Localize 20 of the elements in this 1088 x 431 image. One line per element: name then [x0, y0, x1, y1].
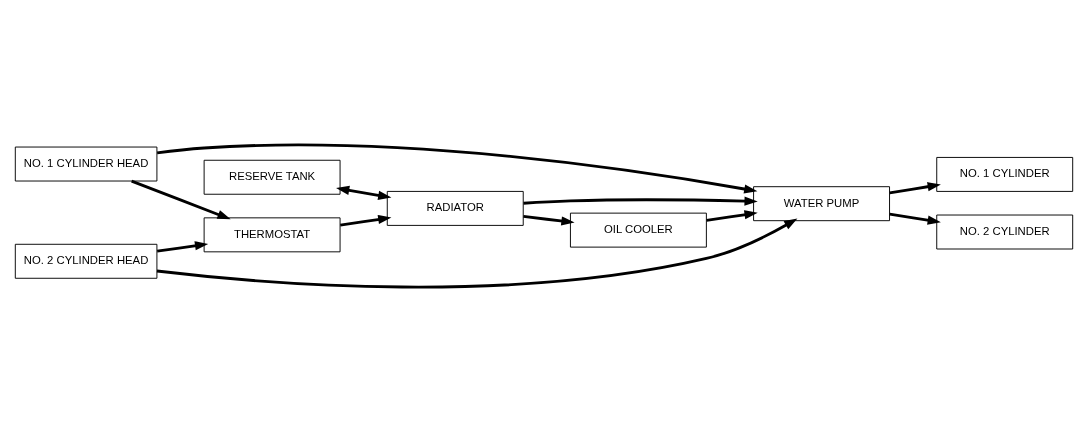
- arrow: [523, 195, 758, 206]
- node-box: NO. 2 CYLINDER: [936, 214, 1074, 249]
- node-box: WATER PUMP: [753, 185, 890, 221]
- arrow: [156, 143, 758, 194]
- arrow: [523, 214, 575, 226]
- arrow: [889, 212, 941, 225]
- arrow: [706, 209, 758, 222]
- node-box: RESERVE TANK: [203, 159, 341, 195]
- node-box: THERMOSTAT: [203, 216, 341, 252]
- node-box: NO. 2 CYLINDER HEAD: [14, 243, 158, 279]
- node-box: NO. 1 CYLINDER HEAD: [14, 146, 158, 181]
- arrow: [340, 214, 392, 226]
- arrow: [889, 181, 941, 194]
- node-box: RADIATOR: [386, 190, 524, 226]
- arrow: [336, 185, 392, 200]
- arrow: [156, 218, 798, 288]
- arrow: [156, 240, 209, 253]
- node-box: NO. 1 CYLINDER: [936, 156, 1074, 192]
- node-box: OIL COOLER: [569, 212, 707, 248]
- arrow: [131, 179, 231, 219]
